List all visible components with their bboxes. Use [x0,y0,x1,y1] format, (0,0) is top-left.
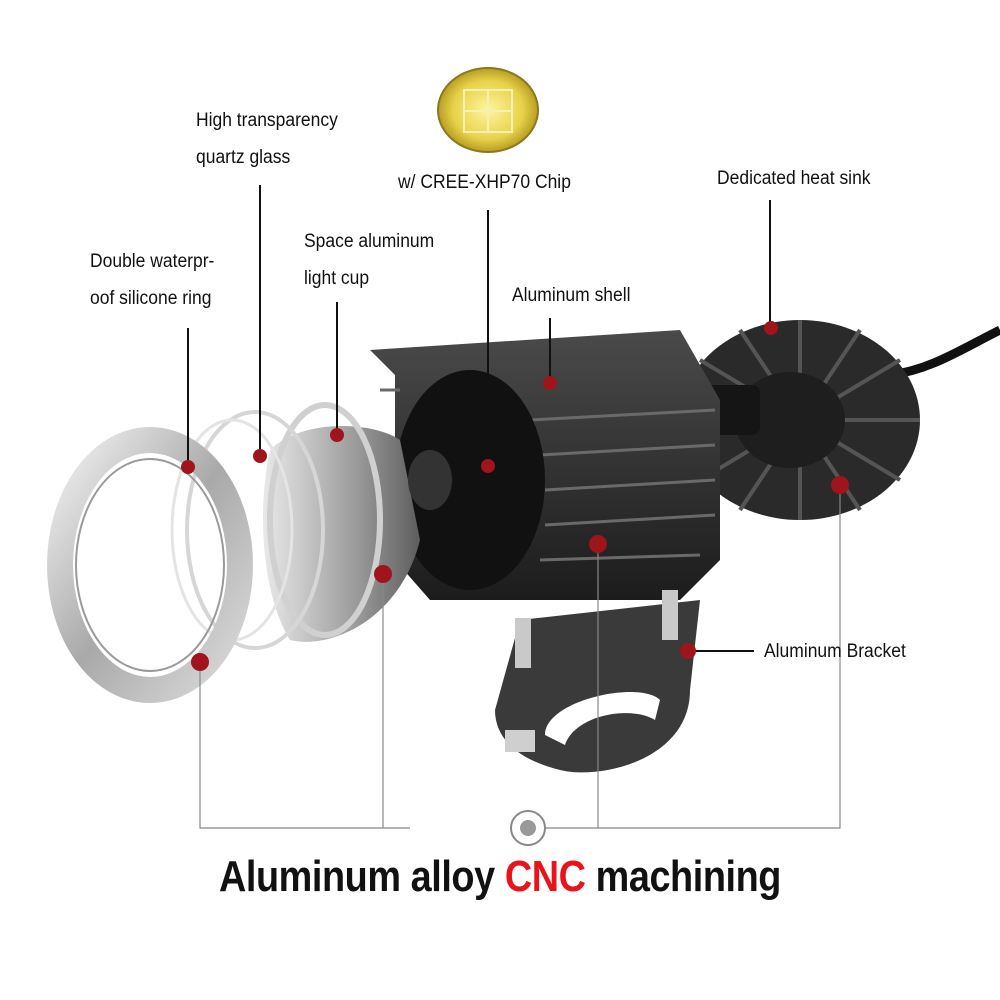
dot-silicone-ring [181,460,195,474]
dot-light-cup-top [330,428,344,442]
heat-sink [680,320,920,520]
headline: Aluminum alloy CNC machining [70,852,930,902]
dot-chip [481,459,495,473]
headline-part3: machining [595,852,782,901]
silicone-ring [47,427,253,703]
dot-heat-sink [764,321,778,335]
dot-light-cup [374,565,392,583]
dot-quartz-glass [253,449,267,463]
leader-lines [187,185,771,652]
light-cup [262,402,452,642]
dot-fins [589,535,607,553]
label-light-cup: Space aluminum light cup [304,231,435,290]
label-quartz-glass: High transparency quartz glass [196,110,338,169]
label-silicone-ring: Double waterpr- oof silicone ring [90,251,215,310]
label-chip: w/ CREE-XHP70 Chip [398,172,571,193]
headline-cnc: CNC [504,852,586,901]
callout-dots [181,321,849,671]
dot-ring-bottom [191,653,209,671]
power-cable [889,325,1000,380]
cnc-connector-lines [199,485,841,829]
headline-part1: Aluminum alloy [219,852,495,901]
label-shell: Aluminum shell [512,285,631,306]
aluminum-shell [370,330,720,600]
dot-bracket [680,643,696,659]
label-bracket: Aluminum Bracket [764,641,906,662]
label-heat-sink: Dedicated heat sink [717,168,871,189]
led-chip-image [437,67,539,153]
dot-shell [543,376,557,390]
dot-heat-sink-bottom [831,476,849,494]
target-icon [510,810,546,846]
